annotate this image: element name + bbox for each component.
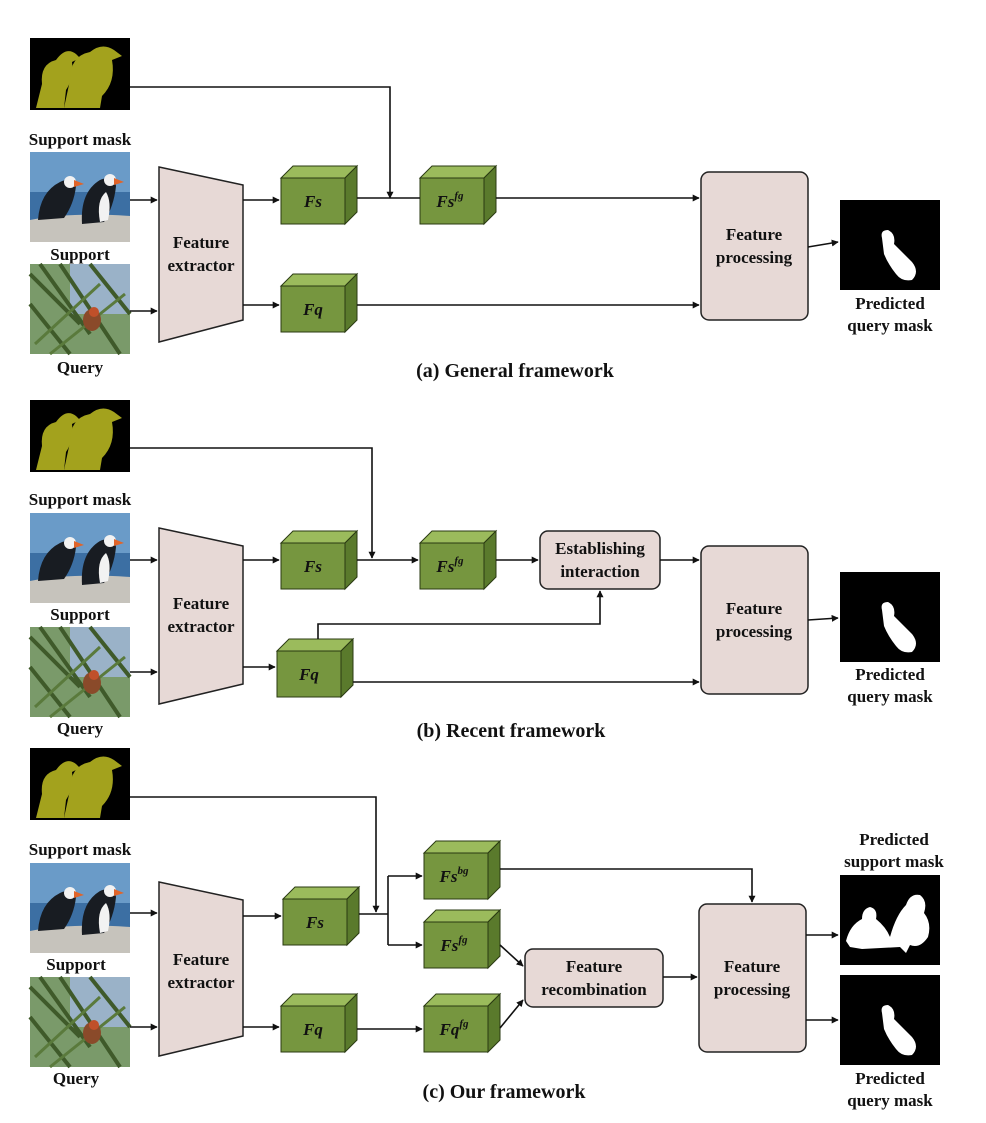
feature-processing-label-2: processing xyxy=(714,980,791,999)
feature-extractor-label-1: Feature xyxy=(173,233,230,252)
support-mask-label: Support mask xyxy=(29,490,132,509)
feature-extractor-block xyxy=(158,527,244,705)
predicted-label: Predicted xyxy=(859,830,929,849)
connector xyxy=(130,86,394,199)
panel-b-recent-framework: Support mask Support Query Feature extra… xyxy=(28,400,940,742)
connector xyxy=(807,614,839,622)
fq-fg-label: Fqfg xyxy=(438,1018,469,1039)
support-mask-label: Support mask xyxy=(29,130,132,149)
predicted-support-mask-thumbnail xyxy=(840,875,940,965)
query-image xyxy=(28,262,132,356)
fs-fg-label: Fsfg xyxy=(435,190,464,211)
fs-feature-cube: Fs xyxy=(281,885,361,947)
connector xyxy=(130,796,380,913)
predicted-query-mask-thumbnail xyxy=(840,200,940,290)
support-label: Support xyxy=(50,605,110,624)
feature-processing-block xyxy=(700,545,809,695)
fq-fg-feature-cube: Fqfg xyxy=(422,992,502,1054)
fq-feature-cube: Fq xyxy=(279,992,359,1054)
feature-processing-label-2: processing xyxy=(716,622,793,641)
support-image xyxy=(30,152,130,242)
fs-bg-label: Fsbg xyxy=(439,865,469,886)
fs-fg-feature-cube: Fsfg xyxy=(422,908,502,970)
panel-c-our-framework: Support mask Support Query Feature extra… xyxy=(28,748,944,1110)
fs-bg-feature-cube: Fsbg xyxy=(422,839,502,901)
feature-extractor-label-2: extractor xyxy=(167,256,234,275)
connector xyxy=(499,944,524,967)
fs-fg-feature-cube: Fsfg xyxy=(418,164,498,226)
caption-c: (c) Our framework xyxy=(423,1081,587,1103)
fq-label: Fq xyxy=(302,300,323,319)
feature-processing-label-2: processing xyxy=(716,248,793,267)
query-mask-label: query mask xyxy=(847,316,933,335)
predicted-label: Predicted xyxy=(855,665,925,684)
caption-b: (b) Recent framework xyxy=(417,720,607,742)
fs-fg-label: Fsfg xyxy=(439,934,468,955)
fs-feature-cube: Fs xyxy=(279,164,359,226)
predicted-query-mask-thumbnail xyxy=(840,975,940,1065)
fq-feature-cube: Fq xyxy=(275,637,355,699)
establishing-label-2: interaction xyxy=(560,562,640,581)
feature-recombination-block xyxy=(524,948,664,1008)
query-mask-label: query mask xyxy=(847,687,933,706)
query-label: Query xyxy=(53,1069,100,1088)
connector xyxy=(317,590,604,639)
feature-extractor-block xyxy=(158,166,244,343)
query-label: Query xyxy=(57,719,104,738)
feature-processing-label-1: Feature xyxy=(724,957,781,976)
query-mask-label: query mask xyxy=(847,1091,933,1110)
predicted-label: Predicted xyxy=(855,1069,925,1088)
support-mask-out-label: support mask xyxy=(844,852,944,871)
fs-label: Fs xyxy=(303,557,322,576)
panel-a-general-framework: Support mask Support Query Feature extra… xyxy=(28,38,940,382)
connector xyxy=(130,447,376,559)
fq-feature-cube: Fq xyxy=(279,272,359,334)
feature-processing-block xyxy=(700,171,809,321)
feature-processing-block xyxy=(698,903,807,1053)
fs-label: Fs xyxy=(303,192,322,211)
support-mask-thumbnail xyxy=(30,38,130,110)
support-mask-thumbnail xyxy=(30,748,130,820)
fs-label: Fs xyxy=(305,913,324,932)
feature-extractor-label-1: Feature xyxy=(173,594,230,613)
support-label: Support xyxy=(50,245,110,264)
predicted-query-mask-thumbnail xyxy=(840,572,940,662)
predicted-label: Predicted xyxy=(855,294,925,313)
feature-extractor-label-2: extractor xyxy=(167,617,234,636)
support-mask-thumbnail xyxy=(30,400,130,472)
fq-label: Fq xyxy=(298,665,319,684)
feature-processing-label-1: Feature xyxy=(726,225,783,244)
query-image xyxy=(28,625,132,719)
establishing-label-1: Establishing xyxy=(555,539,645,558)
fq-label: Fq xyxy=(302,1020,323,1039)
recombination-label-2: recombination xyxy=(541,980,647,999)
support-image xyxy=(30,863,130,953)
support-image xyxy=(30,513,130,603)
caption-a: (a) General framework xyxy=(416,360,615,382)
connector xyxy=(500,868,756,903)
support-mask-label: Support mask xyxy=(29,840,132,859)
query-image xyxy=(28,975,132,1069)
fs-fg-feature-cube: Fsfg xyxy=(418,529,498,591)
support-label: Support xyxy=(46,955,106,974)
fs-fg-label: Fsfg xyxy=(435,555,464,576)
feature-extractor-label-1: Feature xyxy=(173,950,230,969)
query-label: Query xyxy=(57,358,104,377)
feature-extractor-block xyxy=(158,881,244,1057)
connector xyxy=(499,999,524,1029)
fs-feature-cube: Fs xyxy=(279,529,359,591)
feature-extractor-label-2: extractor xyxy=(167,973,234,992)
recombination-label-1: Feature xyxy=(566,957,623,976)
connector xyxy=(807,239,839,248)
feature-processing-label-1: Feature xyxy=(726,599,783,618)
